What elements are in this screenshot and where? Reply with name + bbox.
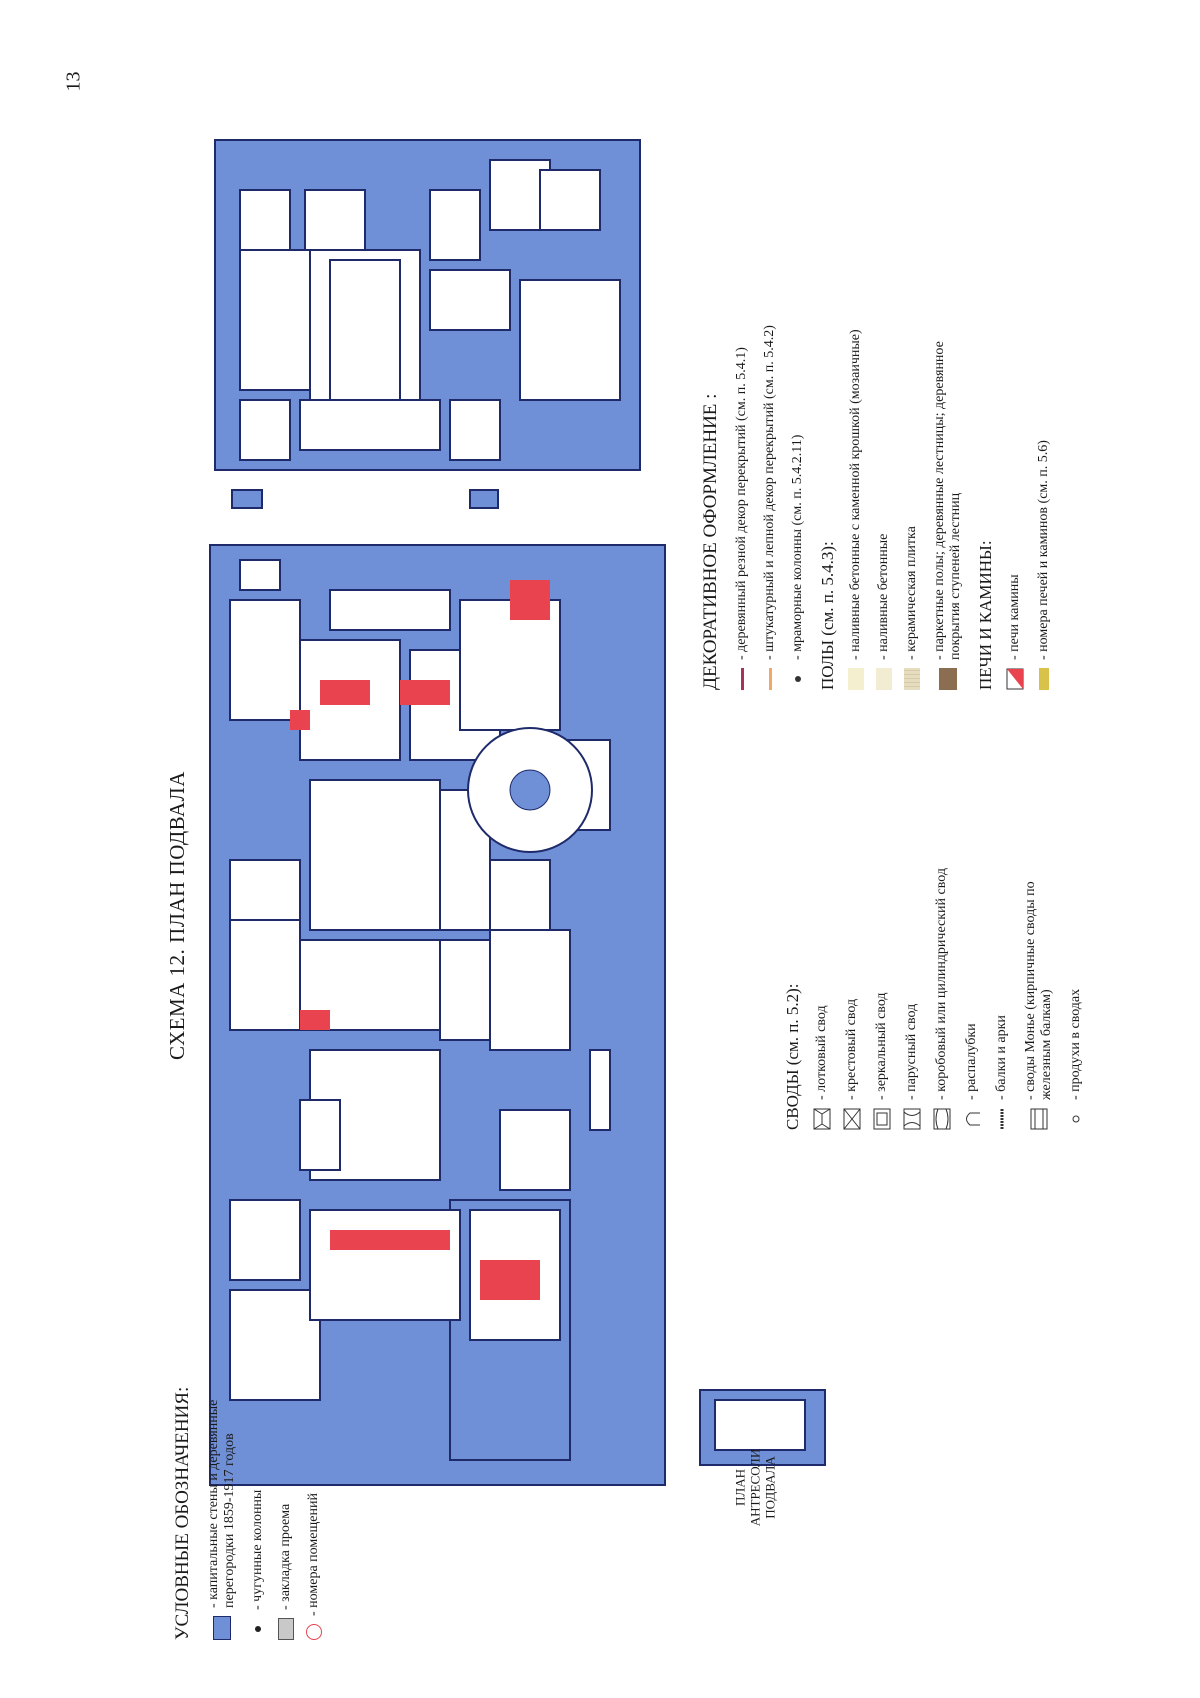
legend-stoves-title: ПЕЧИ И КАМИНЫ: [976,540,995,690]
legend-item-blocked-opening: - закладка проема [278,1368,294,1640]
legend-stove-numbers: - номера печей и каминов (см. п. 5.6) [1036,280,1052,690]
stove-number-icon [1039,668,1049,690]
room-west-11 [229,859,301,921]
mirror-vault-icon [873,1108,891,1130]
connector-east [469,489,499,509]
legend-vault-monier: - своды Монье (кирпичные своды по железн… [1023,868,1055,1130]
mezzanine-plan-title: ПЛАН АНТРЕСОЛИ ПОДВАЛА [732,1448,778,1527]
room-east-6 [429,189,481,261]
room-east-13 [449,399,501,461]
mosaic-floor-swatch [848,668,864,690]
room-west-23 [499,1109,571,1191]
marble-column-icon [795,676,801,682]
vent-hole-icon [1072,1115,1080,1123]
room-east-7 [429,269,511,331]
room-west-3 [309,1209,461,1321]
legend-vault-mirror: - зеркальный свод [873,868,891,1130]
stucco-decor-line [768,668,772,690]
stove-icon [1006,668,1024,690]
stove-6 [400,680,450,705]
stair-core [509,769,551,811]
monier-vault-icon [1030,1108,1048,1130]
wall-swatch [213,1616,231,1640]
legend-main: УСЛОВНЫЕ ОБОЗНАЧЕНИЯ: - капитальные стен… [172,1368,334,1640]
room-east-12 [299,399,441,451]
plan-details [290,580,550,1300]
lunette-icon [966,1112,980,1126]
room-west-22 [299,1099,341,1171]
room-west-9 [489,929,571,1051]
legend-decor: ДЕКОРАТИВНОЕ ОФОРМЛЕНИЕ : - деревянный р… [700,280,1064,690]
room-west-8 [439,939,491,1041]
room-east-5 [329,259,401,421]
room-west-17 [459,599,561,731]
legend-floor-tile: - керамическая плитка [904,280,920,690]
tile-floor-swatch [904,668,920,690]
legend-main-title: УСЛОВНЫЕ ОБОЗНАЧЕНИЯ: [172,1386,193,1640]
room-west-1 [229,1289,321,1401]
legend-decor-wood: - деревянный резной декор перекрытий (см… [734,280,750,690]
room-east-9 [519,279,621,401]
room-east-2 [239,249,311,391]
legend-vault-barrel: - коробовый или цилиндрический свод [933,868,951,1130]
room-east-1 [239,189,291,251]
room-east-3 [304,189,366,251]
legend-stove-stoves: - печи камины [1006,280,1024,690]
stove-7 [510,580,550,620]
blocked-opening-swatch [278,1618,294,1640]
room-west-15 [229,599,301,721]
stove-5 [320,680,370,705]
legend-vault-lunettes: - распалубки [963,868,981,1130]
legend-vault-sail: - парусный свод [903,868,921,1130]
sail-vault-icon [903,1108,921,1130]
room-west-6 [229,919,301,1031]
legend-item-walls: - капитальные стены и деревянные перегор… [206,1368,238,1640]
mezzanine-room [714,1399,806,1451]
column-dot-icon [255,1626,261,1632]
wood-decor-line [740,668,744,690]
room-west-10 [309,779,441,931]
legend-decor-marble: - мраморные колонны (см. п. 5.4.2.11) [790,280,806,690]
room-west-20 [239,559,281,591]
legend-vault-vents: - продухи в сводах [1067,868,1085,1130]
legend-vault-trough: - лотковый свод [813,868,831,1130]
cross-vault-icon [843,1108,861,1130]
beam-icon [1000,1109,1004,1129]
legend-vaults: СВОДЫ (см. п. 5.2): - лотковый свод - кр… [775,868,1097,1130]
room-east-11 [239,399,291,461]
legend-decor-stucco: - штукатурный и лепной декор перекрытий … [762,280,778,690]
legend-vault-cross: - крестовый свод [843,868,861,1130]
parquet-floor-swatch [939,668,957,690]
legend-item-columns: - чугунные колонны [250,1368,266,1640]
concrete-floor-swatch [876,668,892,690]
room-west-16 [329,589,451,631]
legend-decor-title: ДЕКОРАТИВНОЕ ОФОРМЛЕНИЕ : [700,393,721,690]
stove-3 [300,1010,330,1030]
room-east-10 [539,169,601,231]
stove-1 [330,1230,450,1250]
room-number-icon [306,1624,322,1640]
legend-floor-concrete: - наливные бетонные [876,280,892,690]
legend-floor-mosaic: - наливные бетонные с каменной крошкой (… [848,280,864,690]
room-west-21 [589,1049,611,1131]
legend-item-room-numbers: - номера помещений [306,1368,322,1640]
legend-vault-beams: - балки и арки [993,868,1011,1130]
legend-floor-parquet: - паркетные полы; деревянные лестницы; д… [932,280,964,690]
room-west-2 [229,1199,301,1281]
legend-floors-title: ПОЛЫ (см. п. 5.4.3): [818,541,837,690]
stove-4 [290,710,310,730]
barrel-vault-icon [933,1108,951,1130]
connector-west [231,489,263,509]
legend-vaults-title: СВОДЫ (см. п. 5.2): [783,983,802,1130]
stove-2 [480,1260,540,1300]
trough-vault-icon [813,1108,831,1130]
